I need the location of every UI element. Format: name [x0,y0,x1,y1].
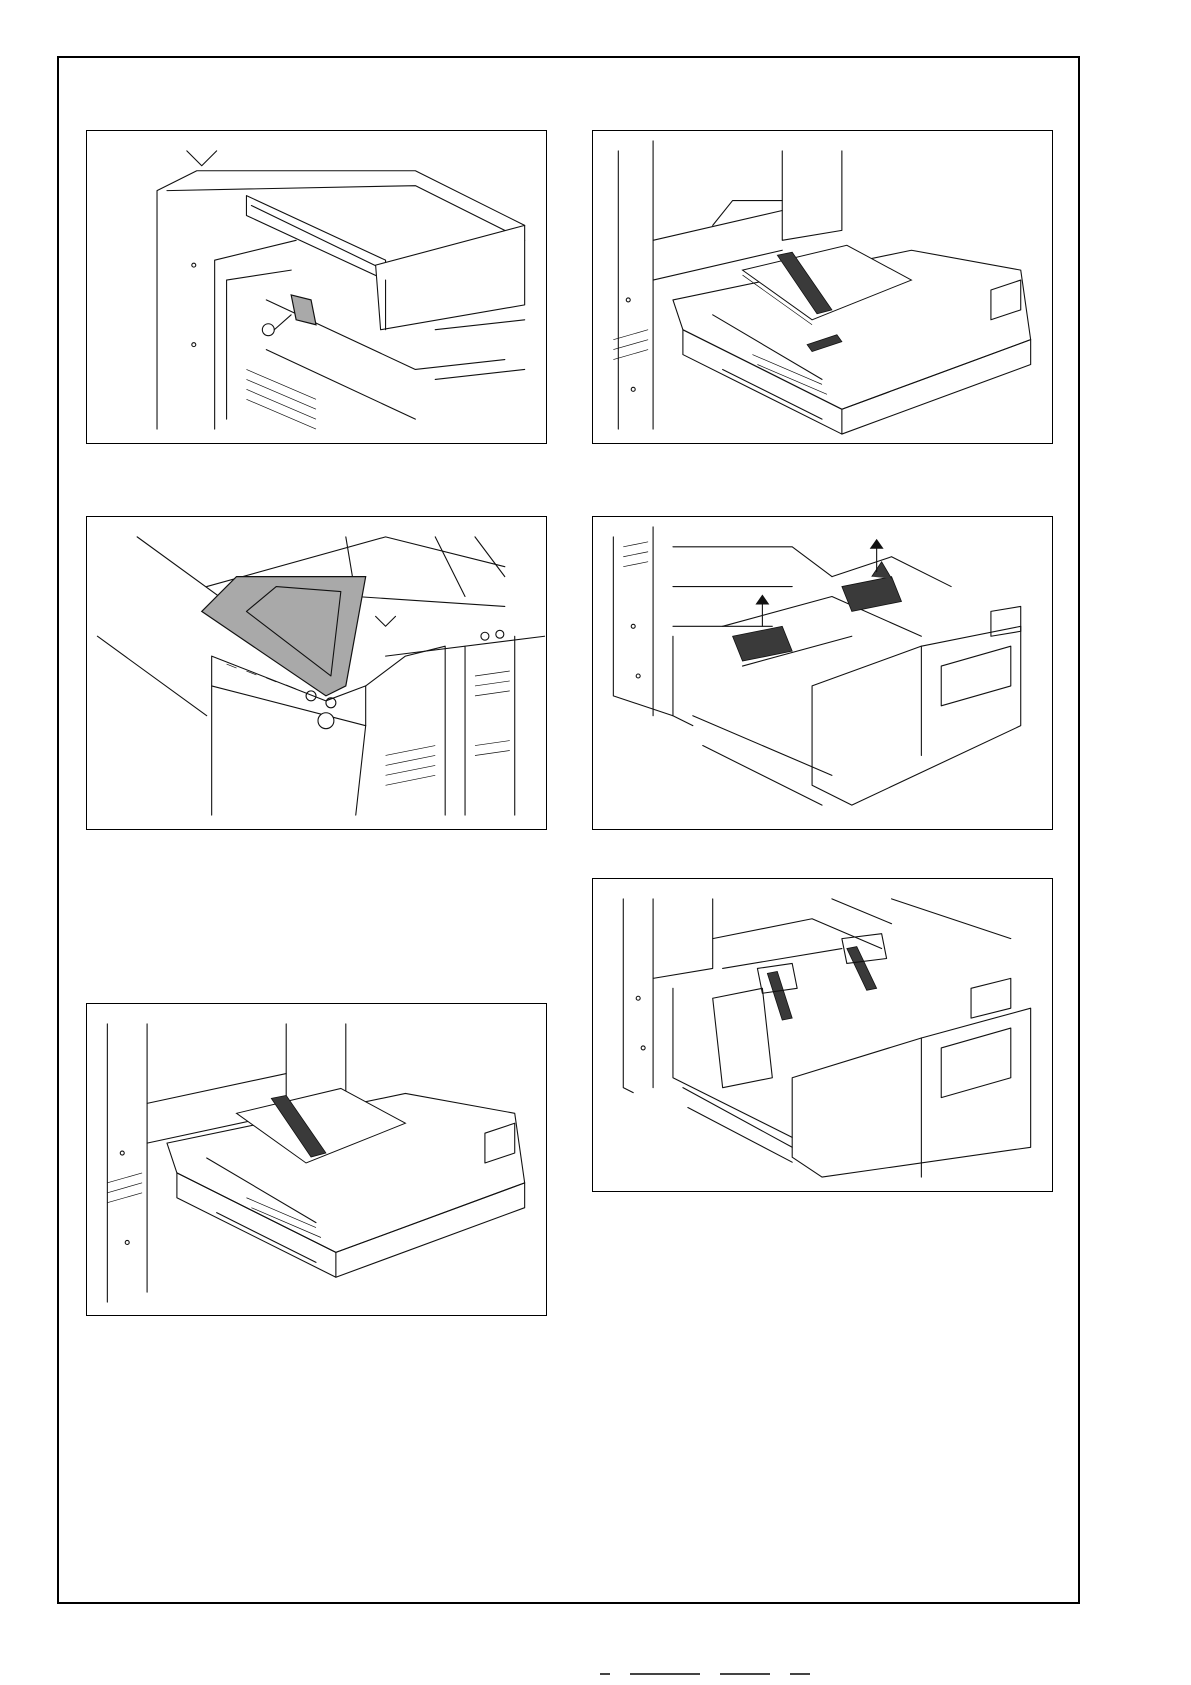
figure-tray-guides [592,878,1053,1192]
figure-guide-lift [592,516,1053,830]
print-registration-marks [0,1672,1191,1685]
tray-guides-installed-illustration [593,879,1052,1191]
control-panel-highlighted-illustration [87,517,546,829]
figure-screw-bracket [86,130,547,444]
figure-tray-loaded [86,1003,547,1316]
screw-and-bracket-illustration [87,131,546,443]
paper-tray-loaded-illustration [87,1004,546,1315]
figure-control-panel [86,516,547,830]
figure-tray-open [592,130,1053,444]
paper-tray-open-illustration [593,131,1052,443]
guide-lift-arrows-illustration [593,517,1052,829]
